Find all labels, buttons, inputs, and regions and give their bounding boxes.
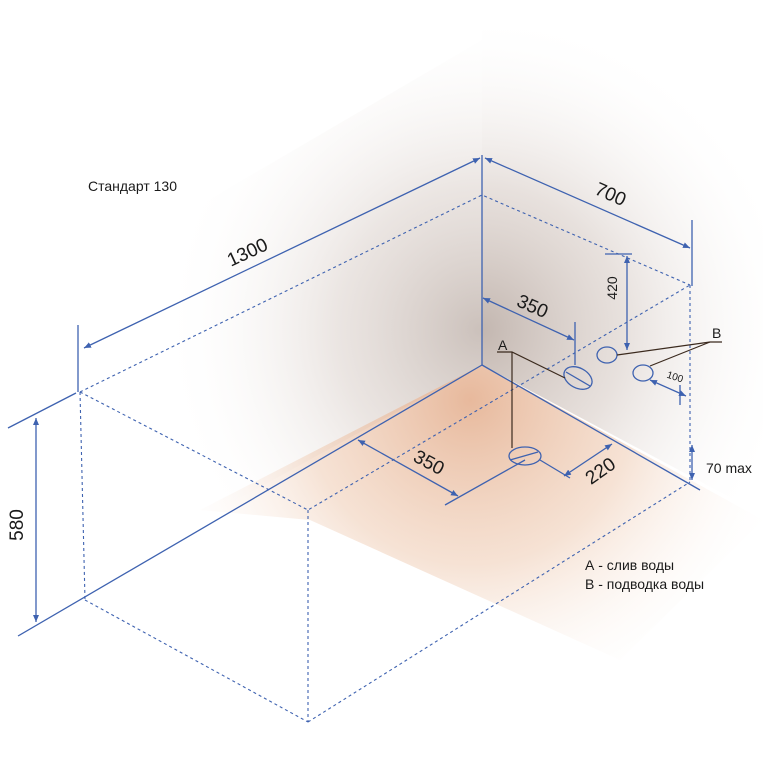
marker-a: A bbox=[498, 337, 508, 353]
leader-lines bbox=[497, 341, 722, 448]
dimension-100-label: 100 bbox=[665, 370, 685, 386]
left-vertical-edge bbox=[79, 391, 86, 601]
legend-b: В - подводка воды bbox=[585, 576, 704, 592]
back-wall-right bbox=[482, 30, 763, 515]
room-lines bbox=[17, 155, 701, 637]
leader-b-2 bbox=[649, 341, 711, 367]
dimension-420-label: 420 bbox=[604, 276, 620, 300]
floor-drain-hole bbox=[508, 446, 542, 466]
dimension-420: 420 bbox=[604, 253, 632, 350]
legend-a: А - слив воды bbox=[585, 557, 674, 573]
top-front-edges bbox=[79, 284, 691, 511]
legend: А - слив воды В - подводка воды bbox=[585, 557, 704, 592]
dimension-70-max: 70 max bbox=[689, 445, 752, 480]
floor-left-line bbox=[17, 364, 483, 637]
marker-b: B bbox=[712, 325, 721, 341]
model-title: Стандарт 130 bbox=[88, 178, 177, 194]
dimension-580: 580 bbox=[7, 392, 77, 622]
dimension-70-max-label: 70 max bbox=[706, 460, 752, 476]
connections bbox=[508, 346, 654, 466]
dimension-580-label: 580 bbox=[7, 509, 28, 541]
wall-drain-hole bbox=[563, 366, 593, 390]
supply-pipe-2 bbox=[632, 364, 654, 382]
floor-right-line bbox=[481, 364, 701, 491]
floor bbox=[200, 365, 763, 660]
bottom-front-edge bbox=[84, 599, 309, 723]
dimension-100: 100 bbox=[649, 370, 687, 405]
